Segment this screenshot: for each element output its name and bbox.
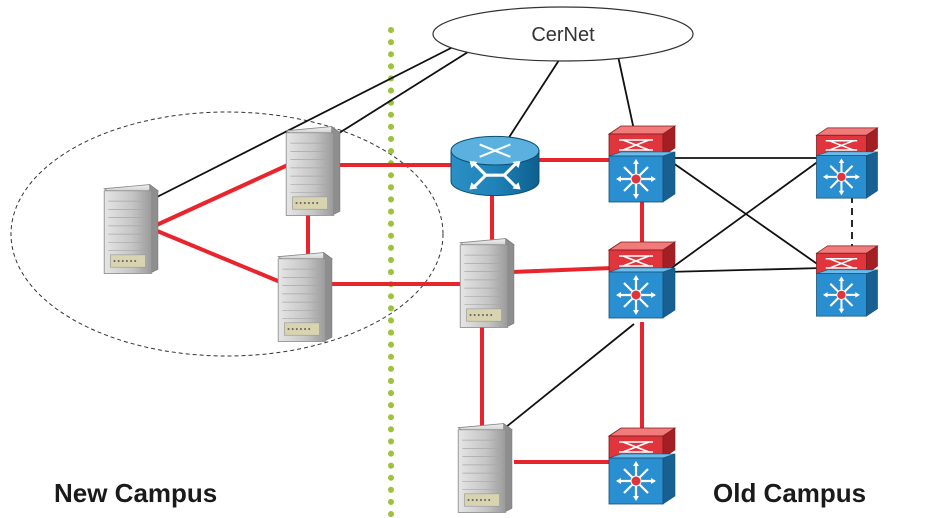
- multilayer-switch-icon: [815, 126, 879, 200]
- old-campus-label: Old Campus: [713, 478, 867, 508]
- router-icon: [449, 134, 541, 198]
- multilayer-switch-icon: [607, 124, 677, 204]
- chassis-switch-icon: [103, 184, 159, 274]
- new-campus-boundary: [10, 111, 444, 357]
- link-cernet-router: [505, 53, 564, 143]
- link-new-left-bottom: [149, 226, 291, 288]
- chassis-switch-icon: [459, 238, 515, 328]
- multilayer-switch-icon: [815, 244, 879, 318]
- multilayer-switch-icon: [607, 240, 677, 320]
- link-cernet-newcampus-left: [154, 45, 456, 199]
- link-cernet-newcampus-top: [327, 51, 469, 141]
- link-cernet-ml1: [617, 55, 635, 131]
- link-ml1-mr2: [665, 157, 824, 269]
- link-chassis-mid-ml2: [511, 266, 613, 274]
- link-ml2-chassis-bottom: [489, 323, 635, 441]
- chassis-switch-icon: [277, 252, 333, 342]
- link-new-left-top: [149, 162, 291, 230]
- new-campus-label: New Campus: [54, 478, 218, 508]
- cernet-label: CerNet: [531, 24, 595, 46]
- link-ml2-mr1: [665, 157, 824, 273]
- black-links: [154, 45, 853, 441]
- multilayer-switch-icon: [607, 426, 677, 506]
- cernet-cloud: [432, 6, 694, 62]
- red-links: [149, 158, 644, 464]
- chassis-switch-icon: [457, 423, 513, 513]
- chassis-switch-icon: [285, 126, 341, 216]
- link-ml2-mr2: [665, 267, 824, 273]
